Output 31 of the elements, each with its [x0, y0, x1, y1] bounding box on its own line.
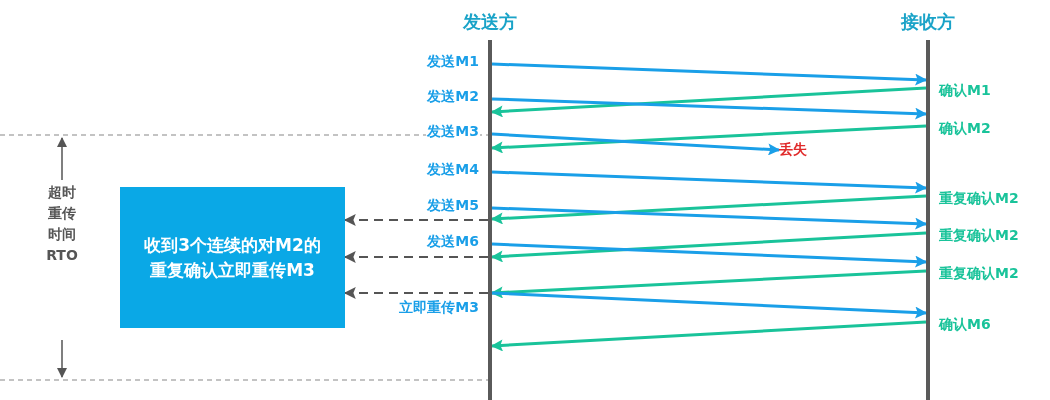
arrow — [490, 231, 927, 263]
edge-label: 发送M1 — [426, 53, 480, 69]
arrow — [491, 97, 928, 120]
edge-label: 确认M1 — [938, 82, 992, 98]
time-label: 超时重传时间RTO — [46, 183, 78, 265]
lifeline-heading: 发送方 — [463, 10, 517, 34]
edge-label: 重复确认M2 — [938, 190, 1020, 206]
arrow — [490, 194, 927, 225]
arrow — [491, 170, 928, 194]
edge-label: 发送M3 — [426, 123, 480, 139]
lifeline-heading: 接收方 — [901, 10, 955, 34]
arrow — [490, 124, 927, 154]
lost-label: 丢失 — [779, 141, 813, 159]
arrow — [491, 132, 781, 156]
edge-label: 重复确认M2 — [938, 265, 1020, 281]
arrow — [490, 86, 927, 118]
edge-label: 立即重传M3 — [398, 299, 480, 315]
edge-label: 确认M6 — [938, 316, 992, 332]
arrow — [490, 320, 927, 352]
edge-label: 发送M5 — [426, 197, 480, 213]
edge-label: 重复确认M2 — [938, 227, 1020, 243]
edge-label: 发送M4 — [426, 161, 480, 177]
arrow — [491, 291, 928, 319]
edge-label: 发送M2 — [426, 88, 480, 104]
arrow — [491, 242, 928, 268]
arrow — [490, 269, 927, 299]
edge-label: 发送M6 — [426, 233, 480, 249]
arrow — [491, 206, 928, 230]
process-box: 收到3个连续的对M2的重复确认立即重传M3 — [120, 187, 345, 328]
arrow — [491, 62, 928, 86]
edge-label: 确认M2 — [938, 120, 992, 136]
